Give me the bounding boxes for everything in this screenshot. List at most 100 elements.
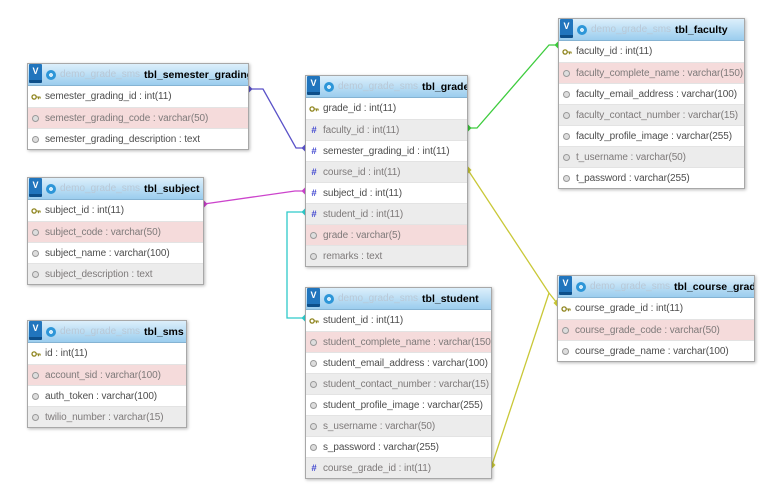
column-icon <box>563 112 570 119</box>
field-row-semester_grading_description[interactable]: semester_grading_description : text <box>28 128 248 149</box>
table-name: tbl_subject <box>144 183 199 195</box>
field-label: s_password : varchar(255) <box>323 442 439 453</box>
database-name: demo_grade_sms <box>590 281 670 292</box>
field-row-twilio_number[interactable]: twilio_number : varchar(15) <box>28 406 186 427</box>
field-label: student_contact_number : varchar(15) <box>323 379 489 390</box>
field-row-course_id[interactable]: #course_id : int(11) <box>306 161 467 182</box>
table-tbl_subject[interactable]: Vdemo_grade_sms tbl_subject subject_id : i… <box>27 177 204 285</box>
collapse-toggle-icon[interactable]: V <box>29 178 42 197</box>
field-row-subject_id[interactable]: subject_id : int(11) <box>28 200 203 221</box>
table-header-tbl_grade[interactable]: Vdemo_grade_smstbl_grade <box>306 76 467 98</box>
collapse-toggle-icon[interactable]: V <box>559 276 572 295</box>
table-header-tbl_course_grade[interactable]: Vdemo_grade_smstbl_course_grade <box>558 276 754 298</box>
field-label: semester_grading_id : int(11) <box>323 146 449 157</box>
column-icon <box>32 115 39 122</box>
field-row-grade[interactable]: grade : varchar(5) <box>306 224 467 245</box>
primary-key-icon <box>31 206 41 216</box>
table-tbl_grade[interactable]: Vdemo_grade_smstbl_gradegrade_id : int(1… <box>305 75 468 267</box>
field-label: subject_description : text <box>45 269 152 280</box>
table-tbl_sms[interactable]: Vdemo_grade_smstbl_smsid : int(11) accoun… <box>27 320 187 428</box>
field-label: course_id : int(11) <box>323 167 400 178</box>
field-row-account_sid[interactable]: account_sid : varchar(100) <box>28 364 186 385</box>
column-icon <box>310 423 317 430</box>
field-row-subject_description[interactable]: subject_description : text <box>28 263 203 284</box>
relation-line-semester_grading-to-grade <box>249 89 305 148</box>
table-header-tbl_faculty[interactable]: Vdemo_grade_smstbl_faculty <box>559 19 744 41</box>
database-name: demo_grade_sms <box>338 293 418 304</box>
primary-key-icon <box>561 304 571 314</box>
table-tbl_course_grade[interactable]: Vdemo_grade_smstbl_course_grade course_gr… <box>557 275 755 362</box>
field-label: subject_code : varchar(50) <box>45 227 161 238</box>
field-row-subject_name[interactable]: subject_name : varchar(100) <box>28 242 203 263</box>
field-row-student_id[interactable]: student_id : int(11) <box>306 310 491 331</box>
table-options-gear-icon[interactable] <box>46 70 56 80</box>
field-row-s_password[interactable]: s_password : varchar(255) <box>306 436 491 457</box>
field-label: course_grade_code : varchar(50) <box>575 325 720 336</box>
table-tbl_student[interactable]: Vdemo_grade_smstbl_studentstudent_id : i… <box>305 287 492 479</box>
field-row-grade_id[interactable]: grade_id : int(11) <box>306 98 467 119</box>
field-row-student_email_address[interactable]: student_email_address : varchar(100) <box>306 352 491 373</box>
field-row-t_username[interactable]: t_username : varchar(50) <box>559 146 744 167</box>
index-icon: # <box>309 125 319 136</box>
field-row-course_grade_code[interactable]: course_grade_code : varchar(50) <box>558 319 754 340</box>
field-label: remarks : text <box>323 251 382 262</box>
table-tbl_faculty[interactable]: Vdemo_grade_smstbl_facultyfaculty_id : i… <box>558 18 745 189</box>
table-header-tbl_student[interactable]: Vdemo_grade_smstbl_student <box>306 288 491 310</box>
table-header-tbl_subject[interactable]: Vdemo_grade_sms tbl_subject <box>28 178 203 200</box>
field-row-faculty_id[interactable]: faculty_id : int(11) <box>559 41 744 62</box>
field-row-semester_grading_id[interactable]: #semester_grading_id : int(11) <box>306 140 467 161</box>
field-row-course_grade_id[interactable]: course_grade_id : int(11) <box>558 298 754 319</box>
field-row-auth_token[interactable]: auth_token : varchar(100) <box>28 385 186 406</box>
field-row-student_complete_name[interactable]: student_complete_name : varchar(150) <box>306 331 491 352</box>
field-row-faculty_contact_number[interactable]: faculty_contact_number : varchar(15) <box>559 104 744 125</box>
field-row-course_grade_name[interactable]: course_grade_name : varchar(100) <box>558 340 754 361</box>
field-row-course_grade_id[interactable]: #course_grade_id : int(11) <box>306 457 491 478</box>
field-label: faculty_profile_image : varchar(255) <box>576 131 732 142</box>
collapse-toggle-icon[interactable]: V <box>560 19 573 38</box>
field-label: subject_name : varchar(100) <box>45 248 170 259</box>
relation-line-course_grade-to-grade <box>468 170 557 303</box>
field-label: auth_token : varchar(100) <box>45 391 157 402</box>
table-options-gear-icon[interactable] <box>576 282 586 292</box>
collapse-toggle-icon[interactable]: V <box>307 288 320 307</box>
index-icon: # <box>309 209 319 220</box>
field-row-faculty_complete_name[interactable]: faculty_complete_name : varchar(150) <box>559 62 744 83</box>
column-icon <box>563 154 570 161</box>
field-row-t_password[interactable]: t_password : varchar(255) <box>559 167 744 188</box>
field-row-subject_id[interactable]: #subject_id : int(11) <box>306 182 467 203</box>
field-row-student_contact_number[interactable]: student_contact_number : varchar(15) <box>306 373 491 394</box>
collapse-toggle-icon[interactable]: V <box>307 76 320 95</box>
collapse-toggle-icon[interactable]: V <box>29 64 42 83</box>
field-label: course_grade_id : int(11) <box>575 303 683 314</box>
table-options-gear-icon[interactable] <box>324 82 334 92</box>
field-row-remarks[interactable]: remarks : text <box>306 245 467 266</box>
field-row-semester_grading_code[interactable]: semester_grading_code : varchar(50) <box>28 107 248 128</box>
table-options-gear-icon[interactable] <box>46 184 56 194</box>
table-header-tbl_semester_grading[interactable]: Vdemo_grade_smstbl_semester_grading <box>28 64 248 86</box>
field-row-s_username[interactable]: s_username : varchar(50) <box>306 415 491 436</box>
field-label: t_password : varchar(255) <box>576 173 690 184</box>
field-row-subject_code[interactable]: subject_code : varchar(50) <box>28 221 203 242</box>
table-options-gear-icon[interactable] <box>577 25 587 35</box>
relation-line-subject-to-grade <box>204 191 305 204</box>
table-tbl_semester_grading[interactable]: Vdemo_grade_smstbl_semester_gradingsemes… <box>27 63 249 150</box>
field-row-student_profile_image[interactable]: student_profile_image : varchar(255) <box>306 394 491 415</box>
field-label: id : int(11) <box>45 348 88 359</box>
field-row-faculty_id[interactable]: #faculty_id : int(11) <box>306 119 467 140</box>
field-row-student_id[interactable]: #student_id : int(11) <box>306 203 467 224</box>
field-row-id[interactable]: id : int(11) <box>28 343 186 364</box>
field-label: t_username : varchar(50) <box>576 152 686 163</box>
column-icon <box>563 70 570 77</box>
database-name: demo_grade_sms <box>60 183 140 194</box>
field-row-faculty_profile_image[interactable]: faculty_profile_image : varchar(255) <box>559 125 744 146</box>
field-row-semester_grading_id[interactable]: semester_grading_id : int(11) <box>28 86 248 107</box>
field-row-faculty_email_address[interactable]: faculty_email_address : varchar(100) <box>559 83 744 104</box>
table-options-gear-icon[interactable] <box>324 294 334 304</box>
collapse-toggle-icon[interactable]: V <box>29 321 42 340</box>
field-label: twilio_number : varchar(15) <box>45 412 163 423</box>
field-label: grade : varchar(5) <box>323 230 401 241</box>
column-icon <box>310 402 317 409</box>
table-header-tbl_sms[interactable]: Vdemo_grade_smstbl_sms <box>28 321 186 343</box>
table-options-gear-icon[interactable] <box>46 327 56 337</box>
